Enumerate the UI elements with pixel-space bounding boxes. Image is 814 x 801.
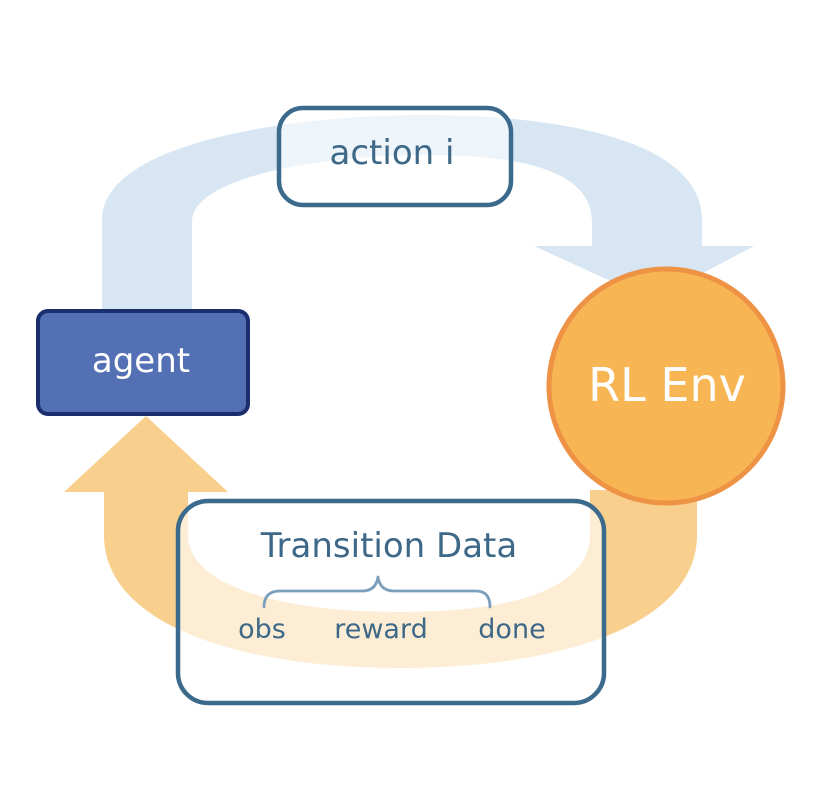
action-flow-arrow-body <box>102 115 702 312</box>
action-box <box>276 105 514 208</box>
env-label: RL Env <box>588 358 746 412</box>
agent-box <box>36 309 250 416</box>
transition-flow-arrowhead <box>64 416 228 492</box>
action-label: action i <box>330 133 455 173</box>
field-reward: reward <box>334 614 428 645</box>
agent-label: agent <box>92 341 190 381</box>
field-done: done <box>478 614 545 645</box>
field-obs: obs <box>238 614 286 645</box>
transition-data-title: Transition Data <box>260 526 517 566</box>
transition-data-box <box>175 498 607 706</box>
fields-brace <box>262 575 492 609</box>
env-circle <box>546 266 786 506</box>
